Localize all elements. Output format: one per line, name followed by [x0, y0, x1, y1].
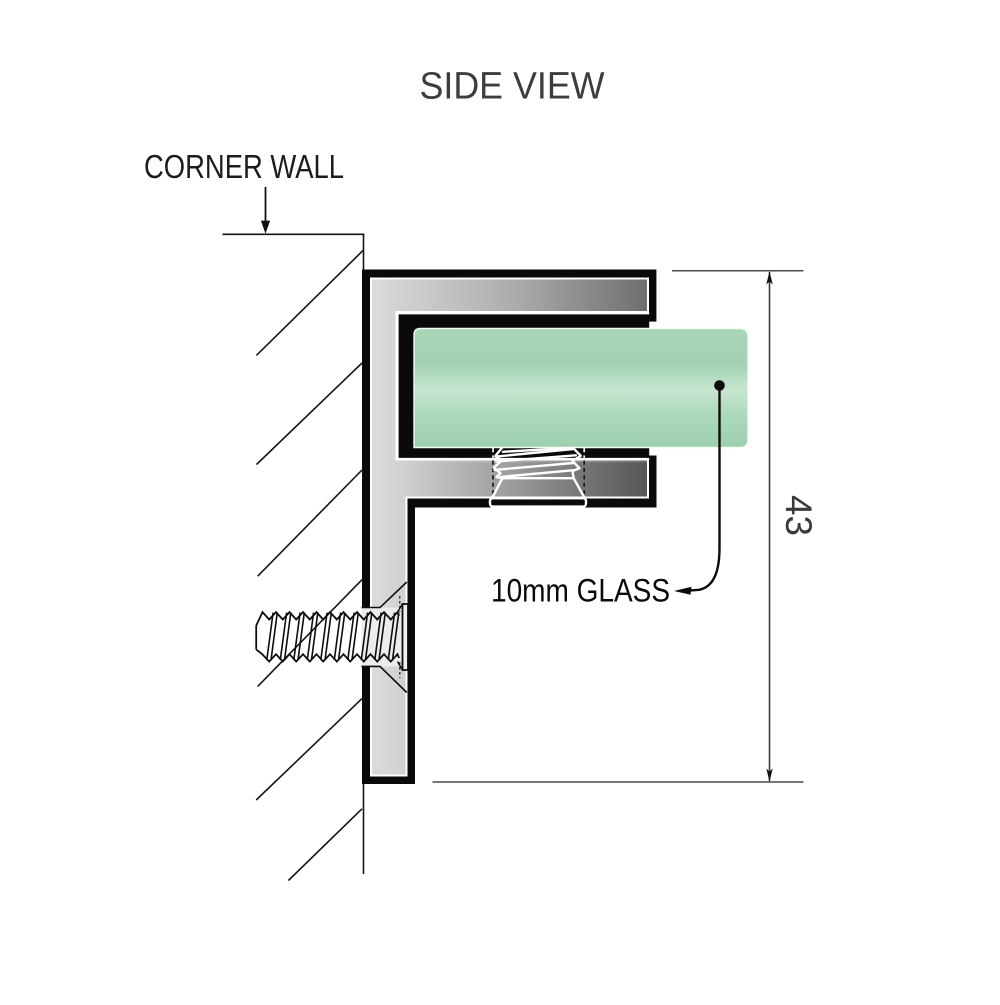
svg-text:CORNER WALL: CORNER WALL — [144, 149, 344, 186]
svg-text:SIDE VIEW: SIDE VIEW — [420, 66, 605, 108]
svg-text:10mm GLASS: 10mm GLASS — [491, 572, 670, 608]
svg-text:43: 43 — [778, 495, 819, 536]
